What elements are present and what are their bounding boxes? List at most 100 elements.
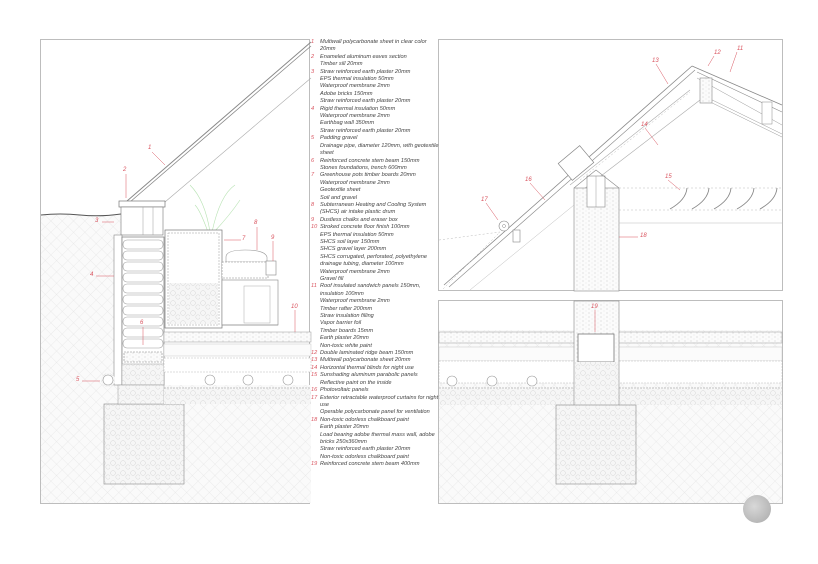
legend-line: Double laminated ridge beam 150mm <box>320 350 414 357</box>
callout-6: 6 <box>140 320 144 326</box>
stone-texture-seal-icon <box>743 495 771 523</box>
legend-number: 12 <box>311 350 318 357</box>
callout-10: 10 <box>291 304 298 310</box>
legend-number: 13 <box>311 357 318 364</box>
legend-line: Operable polycarbonate panel for ventila… <box>320 409 430 416</box>
legend-line: Roof insulated sandwich panels 150mm, in… <box>320 283 421 297</box>
legend-line: Greenhouse pots timber boards 20mm <box>320 172 416 179</box>
callout-16: 16 <box>525 177 532 183</box>
legend-line: Photovoltaic panels <box>320 387 369 394</box>
legend-line: Reinforced concrete stem beam 150mm <box>320 157 420 164</box>
legend-line: Earthbag wall 350mm <box>320 120 375 127</box>
legend-line: Timber rafter 200mm <box>320 305 373 312</box>
legend-line: Subterranean Heating and Cooling System … <box>320 201 427 216</box>
callout-4: 4 <box>90 272 94 278</box>
legend-line: Stones foundations, trench 600mm <box>320 164 407 171</box>
legend-line: Non-toxic odorless chalkboard paint <box>320 416 409 423</box>
legend-number: 6 <box>311 157 315 164</box>
legend-line: EPS thermal insulation 50mm <box>320 231 394 238</box>
timber-sill <box>118 200 166 208</box>
legend-line: Waterproof membrane 2mm <box>320 179 390 186</box>
callout-1: 1 <box>148 145 152 151</box>
legend-number: 18 <box>311 416 318 423</box>
plant-sketch <box>189 184 241 233</box>
legend-line: Geotextile sheet <box>320 187 361 194</box>
callout-18: 18 <box>640 233 647 239</box>
callout-15: 15 <box>665 174 672 180</box>
callout-12: 12 <box>714 50 721 56</box>
foundation-right <box>438 300 783 503</box>
callout-5: 5 <box>76 377 80 383</box>
legend-line: Waterproof membrane 2mm <box>320 298 390 305</box>
legend-line: Drainage pipe, diameter 120mm, with geot… <box>320 142 439 157</box>
legend-line: Straw reinforced earth plaster 20mm <box>320 98 411 105</box>
legend-line: Waterproof membrane 2mm <box>320 113 390 120</box>
callout-14: 14 <box>641 122 648 128</box>
callout-17: 17 <box>481 197 488 203</box>
legend-line: Straw insulation filling <box>320 313 374 320</box>
legend-line: SHCS corrugated, perforated, polyethylen… <box>320 253 427 268</box>
legend-line: Reflective paint on the inside <box>320 379 392 386</box>
ridge-roof <box>438 65 783 292</box>
polycarbonate-roof <box>126 41 312 203</box>
legend-line: SHCS soil layer 150mm <box>320 238 380 245</box>
legend-number: 9 <box>311 216 315 223</box>
callout-19: 19 <box>591 304 598 310</box>
legend-line: Horizontal thermal blinds for night use <box>320 364 414 371</box>
legend-line: SHCS gravel layer 200mm <box>320 246 387 253</box>
adobe-wall-top <box>120 206 164 236</box>
legend-line: Stroked concrete floor finish 100mm <box>320 224 410 231</box>
shcs-drum-and-chalk-box <box>221 249 279 326</box>
legend-line: Non-toxic odorless chalkboard paint <box>320 453 409 460</box>
legend-line: Exterior retractable waterproof curtains… <box>320 394 439 408</box>
legend-line: Adobe bricks 150mm <box>320 90 373 97</box>
callout-7: 7 <box>242 236 246 242</box>
legend-number: 10 <box>311 224 318 231</box>
legend-number: 4 <box>311 105 315 112</box>
legend-number: 1 <box>311 39 315 45</box>
legend-line: EPS thermal insulation 50mm <box>320 76 394 83</box>
callout-11: 11 <box>737 46 744 52</box>
earthbag-wall <box>101 234 165 387</box>
leader-lines <box>82 51 738 382</box>
floor-layers-left <box>163 331 312 404</box>
legend-line: Timber sill 20mm <box>320 61 363 68</box>
legend-number: 3 <box>311 68 315 75</box>
legend-line: Straw reinforced earth plaster 20mm <box>320 446 411 453</box>
legend-line: Waterproof membrane 2mm <box>320 83 390 90</box>
legend-line: Multiwall polycarbonate sheet 20mm <box>320 357 411 364</box>
legend-line: Earth plaster 20mm <box>320 335 369 342</box>
legend-line: Sunshading aluminum parabolic panels <box>320 372 418 379</box>
legend-line: Dustless chalks and eraser box <box>320 216 398 223</box>
legend-line: Reinforced concrete stem beam 400mm <box>320 461 420 468</box>
legend-number: 5 <box>311 135 315 142</box>
legend-number: 8 <box>311 201 315 208</box>
legend-line: Padding gravel <box>320 135 358 142</box>
legend-number: 14 <box>311 364 318 371</box>
legend-number: 7 <box>311 172 315 179</box>
legend-number: 17 <box>311 394 318 401</box>
legend-number: 16 <box>311 387 318 394</box>
legend-line: Earth plaster 20mm <box>320 424 369 431</box>
legend-line: Enameled aluminum eaves section <box>320 53 407 60</box>
legend-number: 15 <box>311 372 318 379</box>
legend-number: 2 <box>311 53 315 60</box>
legend-line: Load bearing adobe thermal mass wall, ad… <box>320 431 435 445</box>
callout-9: 9 <box>271 235 275 241</box>
stone-foundation <box>103 403 185 485</box>
